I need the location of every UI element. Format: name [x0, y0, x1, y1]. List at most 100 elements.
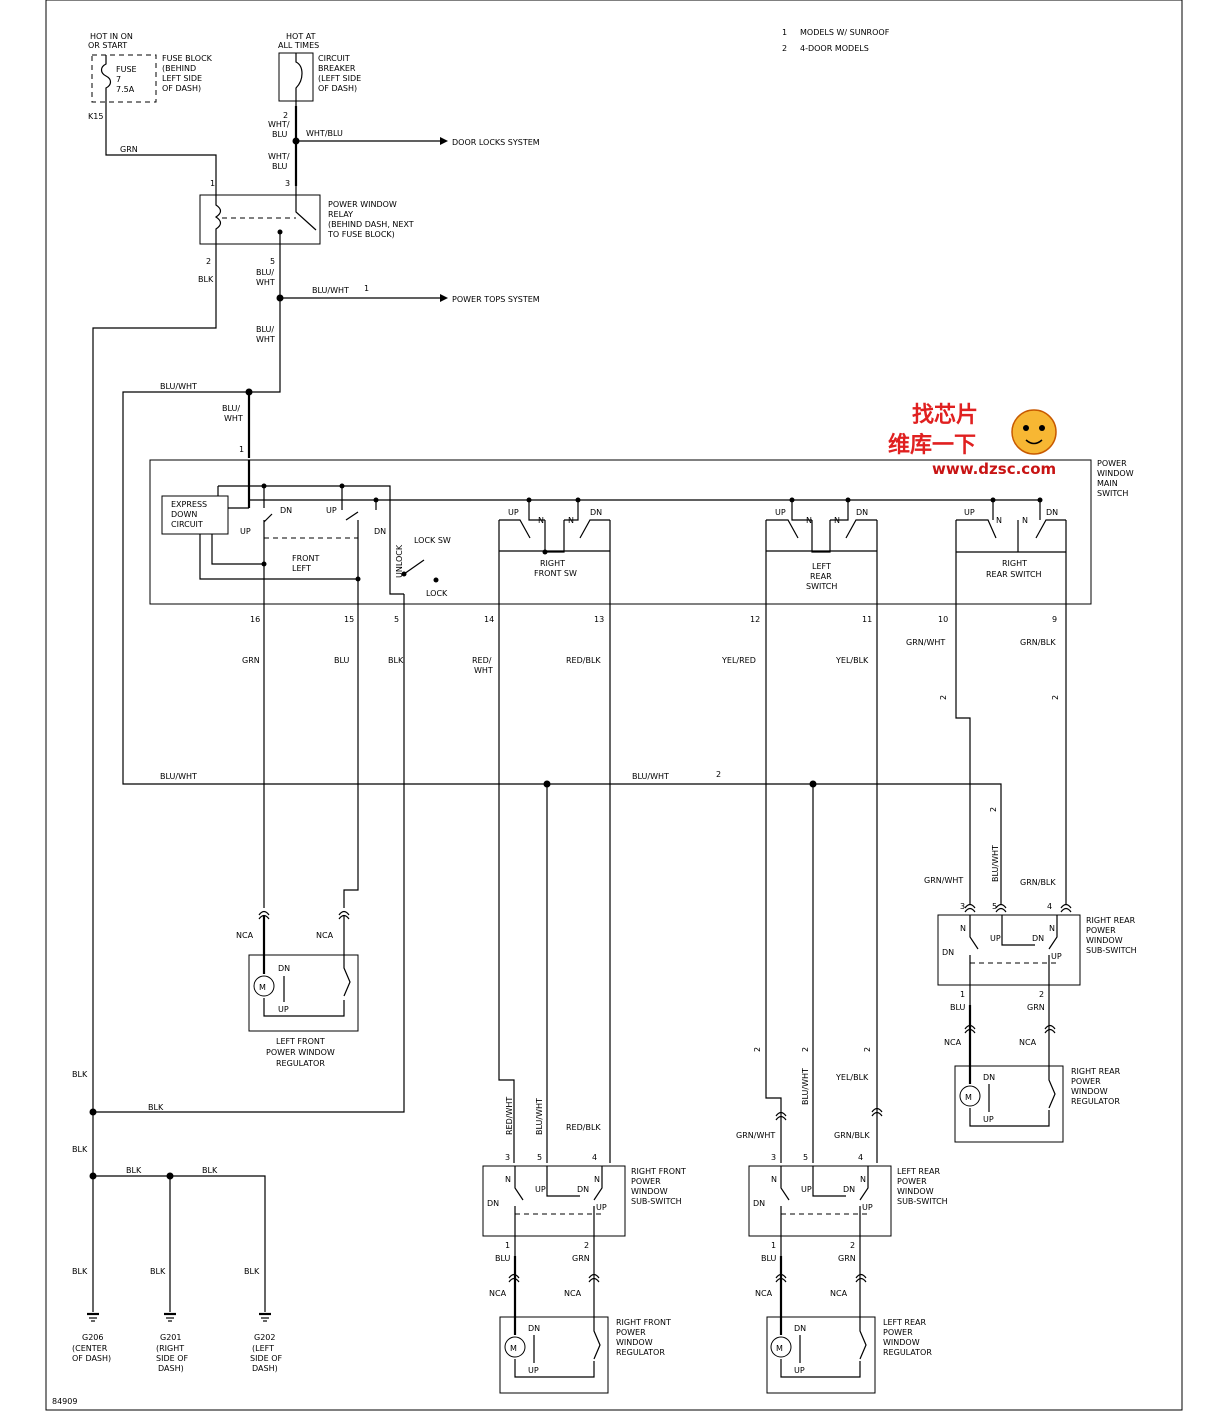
sub-switch-desc: POWER: [1086, 926, 1116, 935]
connector-symbol: [964, 903, 976, 909]
switch-up-label: UP: [326, 506, 337, 515]
sub-switch-up-label: UP: [535, 1185, 546, 1194]
switch-dn-label: DN: [1046, 508, 1058, 517]
wire-label: BLK: [202, 1166, 218, 1175]
motor-dn-label: DN: [983, 1073, 995, 1082]
wire-label: RED/BLK: [566, 1123, 601, 1132]
main-switch-desc: MAIN: [1097, 479, 1118, 488]
wire-label: 2: [863, 1047, 872, 1052]
connector-symbol: [855, 1277, 867, 1283]
connector-symbol: [1060, 907, 1072, 913]
rr_regulator-box: [954, 1065, 1064, 1143]
fuse-hot-label: HOT IN ON: [90, 32, 133, 41]
connector-symbol: [871, 1111, 883, 1117]
breaker-desc: OF DASH): [318, 84, 357, 93]
connector-symbol: [1044, 1024, 1056, 1030]
power-tops-system-label: POWER TOPS SYSTEM: [452, 295, 540, 304]
sub-switch-desc: WINDOW: [897, 1187, 934, 1196]
main-switch-pin: 13: [594, 615, 604, 624]
watermark-logo: 找芯片 维库一下 www.dzsc.com: [888, 403, 1057, 478]
fuse-label: FUSE: [116, 65, 137, 74]
wire-label: GRN/BLK: [834, 1131, 870, 1140]
front-left-label: FRONT: [292, 554, 319, 563]
watermark-cn: 维库一下: [888, 432, 976, 458]
sub-switch-dn-label: DN: [1032, 934, 1044, 943]
regulator-desc: LEFT FRONT: [276, 1037, 325, 1046]
wires-top: GRN WHT/ BLU WHT/BLU DOOR LOCKS SYSTEM W…: [105, 106, 540, 186]
wire-label: BLU: [334, 656, 350, 665]
sub-switch-pin: 4: [858, 1153, 863, 1162]
sub-switch-up-label: UP: [862, 1203, 873, 1212]
wire-label: BLK: [148, 1103, 164, 1112]
wire-label: BLU/WHT: [801, 1068, 810, 1105]
connector-symbol: [775, 1111, 787, 1117]
breaker-desc: (LEFT SIDE: [318, 74, 361, 83]
sub-switch-up-label: UP: [596, 1203, 607, 1212]
wire-label: BLU/WHT: [991, 845, 1000, 882]
wire-label: WHT/BLU: [306, 129, 343, 138]
wire-label: 2: [989, 807, 998, 812]
switch-n-label: N: [538, 516, 544, 525]
wire-label: BLU: [761, 1254, 777, 1263]
wire-label: BLK: [198, 275, 214, 284]
wire-label: 2: [1051, 695, 1060, 700]
nca-label: NCA: [316, 931, 334, 940]
left-rear-switch-label: LEFT: [812, 562, 831, 571]
connector-symbol: [338, 914, 350, 920]
sub-switch-n-label: N: [505, 1175, 511, 1184]
wire-label: WHT: [256, 335, 275, 344]
wire-label: GRN: [242, 656, 260, 665]
wire-label: BLU/: [256, 325, 274, 334]
main-switch-pin: 10: [938, 615, 948, 624]
sub-switch-dn-label: DN: [577, 1185, 589, 1194]
regulator-desc: POWER: [883, 1328, 913, 1337]
lock-switch-label: LOCK SW: [414, 536, 451, 545]
note-2-text: 4-DOOR MODELS: [800, 44, 869, 53]
sub-switch-n-label: N: [594, 1175, 600, 1184]
express-down-circuit: [161, 495, 229, 535]
wire-label: BLK: [150, 1267, 166, 1276]
nca-label: NCA: [1019, 1038, 1037, 1047]
regulator-desc: POWER: [616, 1328, 646, 1337]
nca-label: NCA: [830, 1289, 848, 1298]
motor-label: M: [776, 1344, 783, 1353]
sub-switch-dn-label: DN: [487, 1199, 499, 1208]
connector-symbol: [258, 910, 270, 916]
switch-up-label: UP: [775, 508, 786, 517]
wire-label: 2: [939, 695, 948, 700]
note-1-number: 1: [782, 28, 787, 37]
wire-label: WHT: [224, 414, 243, 423]
switch-up-label: UP: [508, 508, 519, 517]
wire-label: BLU: [272, 162, 288, 171]
motor-label: M: [510, 1344, 517, 1353]
express-label: DOWN: [171, 510, 197, 519]
wire-label: BLK: [72, 1070, 88, 1079]
wire-label: BLU/: [256, 268, 274, 277]
relay-box: [199, 194, 321, 245]
watermark-url: www.dzsc.com: [932, 460, 1056, 478]
motor-up-label: UP: [278, 1005, 289, 1014]
connector-symbol: [338, 910, 350, 916]
motor-icon: [770, 1336, 792, 1358]
main-switch-desc: SWITCH: [1097, 489, 1128, 498]
rf_regulator-box: [499, 1316, 609, 1394]
fuse-pin: K15: [88, 112, 103, 121]
relay-coil: [214, 186, 222, 252]
wire-label: YEL/BLK: [835, 1073, 869, 1082]
wire-label: GRN/WHT: [906, 638, 945, 647]
wire-label: 2: [753, 1047, 762, 1052]
regulator-desc: WINDOW: [616, 1338, 653, 1347]
sub-switch-pin: 4: [1047, 902, 1052, 911]
regulator-desc: LEFT REAR: [883, 1318, 926, 1327]
wire-label: WHT: [256, 278, 275, 287]
wire-label: RED/: [472, 656, 492, 665]
breaker-pin: 2: [283, 111, 288, 120]
nca-label: NCA: [564, 1289, 582, 1298]
wire-label: GRN/BLK: [1020, 638, 1056, 647]
sub-switch-desc: SUB-SWITCH: [631, 1197, 682, 1206]
switch-n-label: N: [568, 516, 574, 525]
note-1-text: MODELS W/ SUNROOF: [800, 28, 890, 37]
relay-pin: 3: [285, 179, 290, 188]
